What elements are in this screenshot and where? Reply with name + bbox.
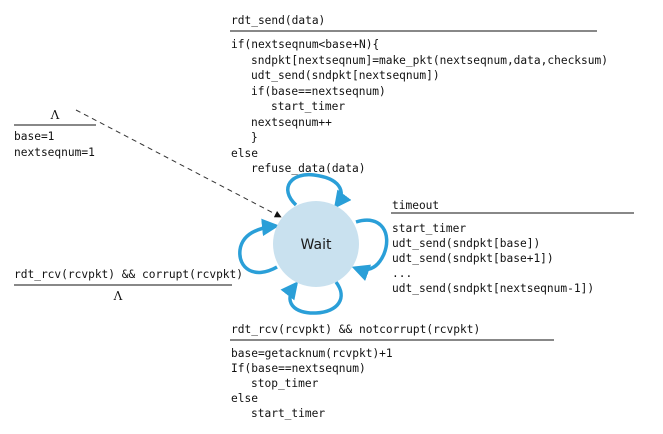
- send-action-line: }: [251, 131, 258, 144]
- init-arrow: [75, 109, 282, 218]
- self-loop-right: [351, 218, 389, 282]
- corrupt-event: rdt_rcv(rcvpkt) && corrupt(rcvpkt): [14, 268, 243, 281]
- timeout-action-line: udt_send(sndpkt[base+1]): [392, 252, 554, 265]
- wait-state-label: Wait: [301, 237, 332, 253]
- timeout-action-line: udt_send(sndpkt[base]): [392, 237, 540, 250]
- timeout-action-line: start_timer: [392, 222, 466, 235]
- send-transition: rdt_send(data) if(nextseqnum<base+N){ sn…: [230, 14, 608, 175]
- timeout-action-line: ...: [392, 267, 412, 280]
- send-action-line: nextseqnum++: [251, 116, 332, 129]
- corrupt-action-lambda: Λ: [113, 289, 123, 303]
- notcorrupt-transition: rdt_rcv(rcvpkt) && notcorrupt(rcvpkt) ba…: [230, 323, 554, 420]
- self-loops: [238, 172, 389, 315]
- send-action-line: sndpkt[nextseqnum]=make_pkt(nextseqnum,d…: [251, 54, 608, 67]
- send-action-line: if(base==nextseqnum): [251, 85, 386, 98]
- notcorrupt-action-line: stop_timer: [251, 377, 319, 390]
- wait-state: Wait: [273, 201, 359, 287]
- send-action-line: udt_send(sndpkt[nextseqnum]): [251, 69, 440, 82]
- notcorrupt-action-line: base=getacknum(rcvpkt)+1: [231, 347, 393, 360]
- send-action-line: else: [231, 147, 258, 160]
- send-action-line: if(nextseqnum<base+N){: [231, 38, 379, 51]
- send-action-line: refuse_data(data): [251, 162, 366, 175]
- wait-state-circle: [273, 201, 359, 287]
- timeout-action-line: udt_send(sndpkt[nextseqnum-1]): [392, 282, 594, 295]
- corrupt-transition: rdt_rcv(rcvpkt) && corrupt(rcvpkt) Λ: [14, 268, 243, 303]
- send-event: rdt_send(data): [231, 14, 325, 27]
- init-action-base: base=1: [14, 130, 54, 143]
- notcorrupt-action-line: If(base==nextseqnum): [231, 362, 366, 375]
- init-action-nextseqnum: nextseqnum=1: [14, 146, 95, 159]
- notcorrupt-action-line: else: [231, 392, 258, 405]
- timeout-transition: timeout start_timer udt_send(sndpkt[base…: [391, 199, 634, 295]
- send-action-line: start_timer: [271, 100, 345, 113]
- self-loop-left: [238, 218, 280, 275]
- self-loop-bottom: [280, 280, 343, 315]
- initial-transition: Λ base=1 nextseqnum=1: [14, 108, 282, 218]
- self-loop-top: [286, 172, 352, 209]
- timeout-event: timeout: [392, 199, 439, 212]
- notcorrupt-event: rdt_rcv(rcvpkt) && notcorrupt(rcvpkt): [231, 323, 480, 336]
- notcorrupt-action-line: start_timer: [251, 407, 325, 420]
- init-event-lambda: Λ: [50, 108, 60, 122]
